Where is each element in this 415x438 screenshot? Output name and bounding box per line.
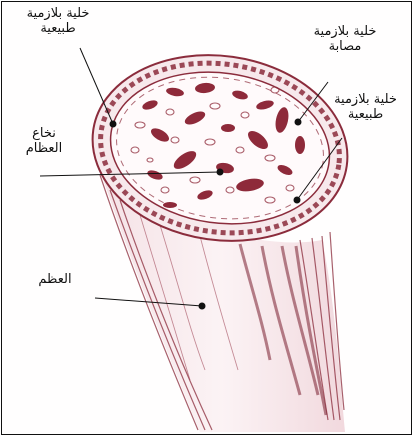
label-bone-marrow: نخاع العظام	[2, 126, 86, 156]
label-infected-plasma-cell: خلية بلازمية مصابة	[290, 24, 400, 54]
label-bone: العظم	[8, 272, 102, 287]
label-line: العظم	[8, 272, 102, 287]
label-line: خلية بلازمية	[290, 24, 400, 39]
label-normal-plasma-cell-top-left: خلية بلازمية طبيعية	[4, 6, 112, 36]
label-line: طبيعية	[318, 107, 413, 122]
leader-normal-cell-top-left	[80, 48, 113, 124]
label-normal-plasma-cell-right: خلية بلازمية طبيعية	[318, 92, 413, 122]
label-line: العظام	[2, 141, 86, 156]
label-line: نخاع	[2, 126, 86, 141]
label-line: مصابة	[290, 39, 400, 54]
label-line: طبيعية	[4, 21, 112, 36]
label-line: خلية بلازمية	[4, 6, 112, 21]
label-line: خلية بلازمية	[318, 92, 413, 107]
